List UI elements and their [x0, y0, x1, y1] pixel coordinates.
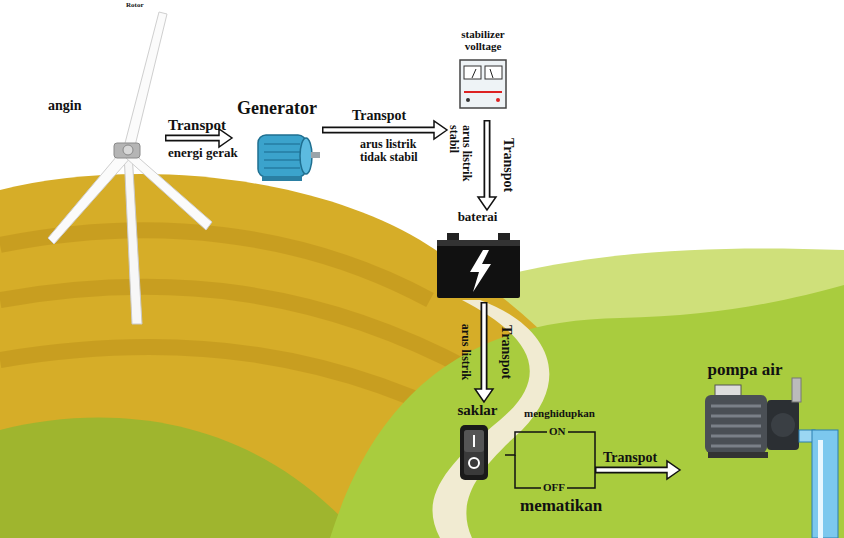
flow-arrow: [505, 432, 680, 479]
node-label: pompa air: [707, 360, 782, 379]
action-label: menghidupkan: [524, 407, 595, 419]
edge-label: Transpot: [500, 138, 516, 192]
node-label: saklar: [457, 402, 497, 419]
current-type-label-holder: arus listrik stabil: [447, 125, 474, 205]
action-label-holder: mematikan: [520, 496, 602, 515]
node-label: baterai: [458, 210, 498, 225]
node-label: Generator: [237, 98, 317, 118]
action-label-holder: menghidupkan: [524, 407, 595, 419]
current-type-label-holder: arus listrik: [458, 324, 471, 380]
arrow-shaft-inner: [167, 136, 222, 140]
action-label: mematikan: [520, 496, 602, 515]
current-type-label: arus listrik stabil: [447, 125, 474, 205]
switch-branch-line: [505, 432, 595, 470]
edge-label-holder: Transpot: [500, 138, 516, 192]
generator: Generator: [232, 98, 322, 183]
edge-label-holder: Transpot: [352, 108, 406, 124]
wind-turbine: Rotor angin: [40, 2, 165, 162]
edge-label: Transpot: [352, 108, 406, 124]
switch-state-label: ON: [547, 425, 568, 437]
arrow-shaft-inner: [324, 128, 437, 132]
wind-turbine-drawing: [48, 12, 212, 324]
energy-type-label-holder: energi gerak: [168, 146, 238, 161]
edge-label: Transpot: [603, 450, 657, 466]
switch-state-label-holder: ON: [547, 425, 568, 437]
arrow-shaft-inner: [482, 304, 486, 392]
lower-left-field: [0, 418, 360, 538]
current-type-label: arus listrik: [458, 324, 471, 380]
edge-label: Transpot: [168, 117, 226, 134]
flow-arrow: [475, 302, 493, 402]
current-type-label-holder: arus listrik tidak stabil: [360, 138, 428, 165]
switch-icon: [460, 425, 488, 480]
edge-label-holder: Transpot: [603, 450, 657, 466]
voltage-stabilizer-icon: [460, 60, 506, 108]
switch: saklar: [450, 402, 505, 484]
generator-icon: [258, 135, 320, 181]
voltage-stabilizer: stabilizer volltage: [447, 28, 519, 120]
arrow-shaft-inner: [597, 468, 670, 472]
energy-type-label: energi gerak: [168, 146, 238, 161]
switch-state-label: OFF: [541, 481, 567, 493]
edge-label-holder: Transpot: [168, 117, 226, 134]
battery: baterai: [430, 210, 525, 302]
node-label: angin: [48, 98, 81, 114]
node-label: Rotor: [126, 2, 144, 10]
flow-arrow: [478, 120, 496, 210]
current-type-label: arus listrik tidak stabil: [360, 138, 428, 165]
flow-arrow: [322, 121, 447, 139]
water-pump: pompa air: [680, 360, 810, 475]
arrow-shaft-inner: [485, 122, 489, 200]
switch-state-label-holder: OFF: [541, 481, 567, 493]
water-pump-icon: [705, 378, 838, 538]
edge-label: Transpot: [498, 325, 514, 379]
green-hill: [330, 285, 844, 538]
battery-icon: [437, 233, 520, 298]
edge-label-holder: Transpot: [498, 325, 514, 379]
node-label: stabilizer volltage: [450, 28, 516, 53]
